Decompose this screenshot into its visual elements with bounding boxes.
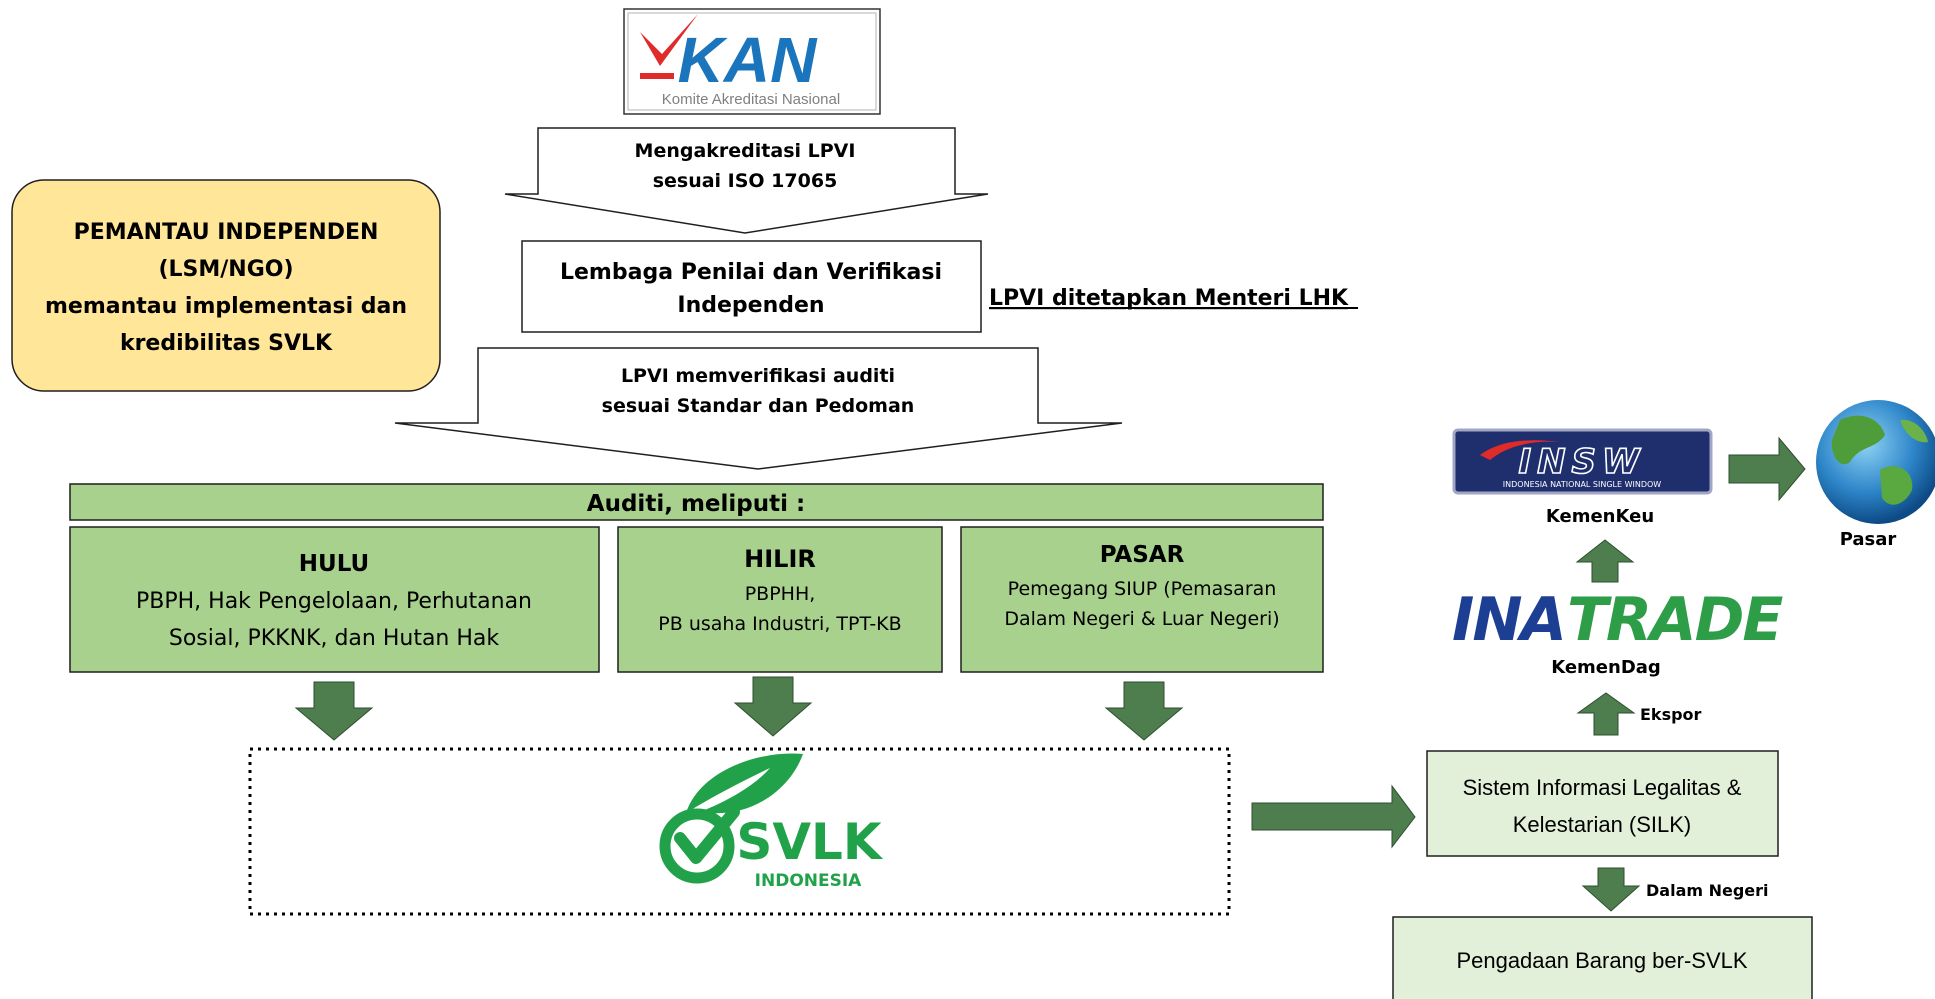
insw-sub: INDONESIA NATIONAL SINGLE WINDOW bbox=[1503, 480, 1662, 489]
auditi-header bbox=[69, 483, 1324, 521]
independent-monitor-box bbox=[11, 179, 441, 392]
pasar-down-arrow bbox=[1104, 681, 1184, 741]
auditi-header-text: Auditi, meliputi : bbox=[587, 491, 805, 517]
monitor-line1: PEMANTAU INDEPENDEN bbox=[74, 220, 379, 245]
silk-line1: Sistem Informasi Legalitas & bbox=[1463, 775, 1742, 800]
hilir-title: HILIR bbox=[744, 545, 816, 573]
inatrade-logo: INA TRADE bbox=[1452, 585, 1785, 655]
dalam-negeri-down-arrow bbox=[1581, 867, 1641, 912]
svlk-to-silk-arrow bbox=[1251, 784, 1416, 849]
lpvi-ditetapkan-link[interactable]: LPVI ditetapkan Menteri LHK bbox=[989, 286, 1349, 311]
pengadaan-box bbox=[1392, 916, 1813, 999]
pengadaan-text: Pengadaan Barang ber-SVLK bbox=[1456, 948, 1747, 973]
monitor-line4: kredibilitas SVLK bbox=[120, 331, 333, 356]
svlk-check-icon bbox=[674, 806, 740, 864]
kan-subtitle: Komite Akreditasi Nasional bbox=[662, 91, 840, 108]
hulu-line1: PBPH, Hak Pengelolaan, Perhutanan bbox=[136, 589, 532, 614]
lpvi-line1: Lembaga Penilai dan Verifikasi bbox=[560, 260, 942, 285]
accreditation-arrow bbox=[504, 127, 989, 234]
kan-check-icon bbox=[640, 14, 698, 66]
inatrade-to-insw-arrow bbox=[1575, 539, 1635, 583]
verification-line2: sesuai Standar dan Pedoman bbox=[602, 395, 915, 417]
accreditation-line2: sesuai ISO 17065 bbox=[653, 170, 838, 192]
hulu-title: HULU bbox=[299, 551, 369, 577]
kan-logo-text: KAN bbox=[678, 24, 818, 96]
verification-arrow bbox=[394, 347, 1123, 470]
lpvi-box bbox=[521, 240, 982, 333]
pasar-title: PASAR bbox=[1100, 542, 1185, 568]
svlk-name: SVLK bbox=[736, 813, 884, 871]
hilir-box bbox=[617, 526, 943, 673]
silk-line2: Kelestarian (SILK) bbox=[1513, 812, 1692, 837]
monitor-line3: memantau implementasi dan bbox=[45, 294, 407, 319]
lpvi-line2: Independen bbox=[677, 293, 824, 318]
hilir-down-arrow bbox=[733, 676, 813, 737]
hilir-line1: PBPHH, bbox=[745, 583, 816, 605]
ekspor-up-arrow bbox=[1576, 692, 1636, 736]
dalam-negeri-label: Dalam Negeri bbox=[1646, 881, 1769, 900]
pasar-line1: Pemegang SIUP (Pemasaran bbox=[1008, 578, 1277, 600]
globe-icon bbox=[1816, 400, 1935, 524]
verification-line1: LPVI memverifikasi auditi bbox=[621, 365, 895, 387]
silk-box bbox=[1426, 750, 1779, 857]
hulu-line2: Sosial, PKKNK, dan Hutan Hak bbox=[169, 626, 500, 651]
svlk-leaf-icon bbox=[686, 753, 803, 814]
kemenkeu-label: KemenKeu bbox=[1546, 506, 1654, 527]
inatrade-ina: INA bbox=[1452, 585, 1565, 655]
inatrade-trade: TRADE bbox=[1567, 585, 1783, 655]
insw-to-globe-arrow bbox=[1728, 436, 1806, 502]
kemendag-label: KemenDag bbox=[1551, 657, 1661, 678]
pasar-line2: Dalam Negeri & Luar Negeri) bbox=[1004, 608, 1279, 630]
insw-swoosh-icon bbox=[1480, 440, 1560, 460]
hulu-down-arrow bbox=[294, 681, 374, 741]
hilir-line2: PB usaha Industri, TPT-KB bbox=[658, 613, 901, 635]
kan-logo: KAN Komite Akreditasi Nasional bbox=[623, 8, 881, 115]
accreditation-line1: Mengakreditasi LPVI bbox=[635, 140, 856, 162]
pasar-box bbox=[960, 526, 1324, 673]
svlk-sub: INDONESIA bbox=[755, 871, 863, 891]
monitor-line2: (LSM/NGO) bbox=[158, 257, 293, 282]
insw-logo: INSW INDONESIA NATIONAL SINGLE WINDOW bbox=[1452, 428, 1713, 495]
svlk-logo: SVLK INDONESIA bbox=[659, 753, 884, 891]
globe-label: Pasar bbox=[1840, 529, 1897, 550]
insw-logo-text: INSW bbox=[1518, 442, 1645, 482]
hulu-box bbox=[69, 526, 600, 673]
ekspor-label: Ekspor bbox=[1640, 705, 1702, 724]
